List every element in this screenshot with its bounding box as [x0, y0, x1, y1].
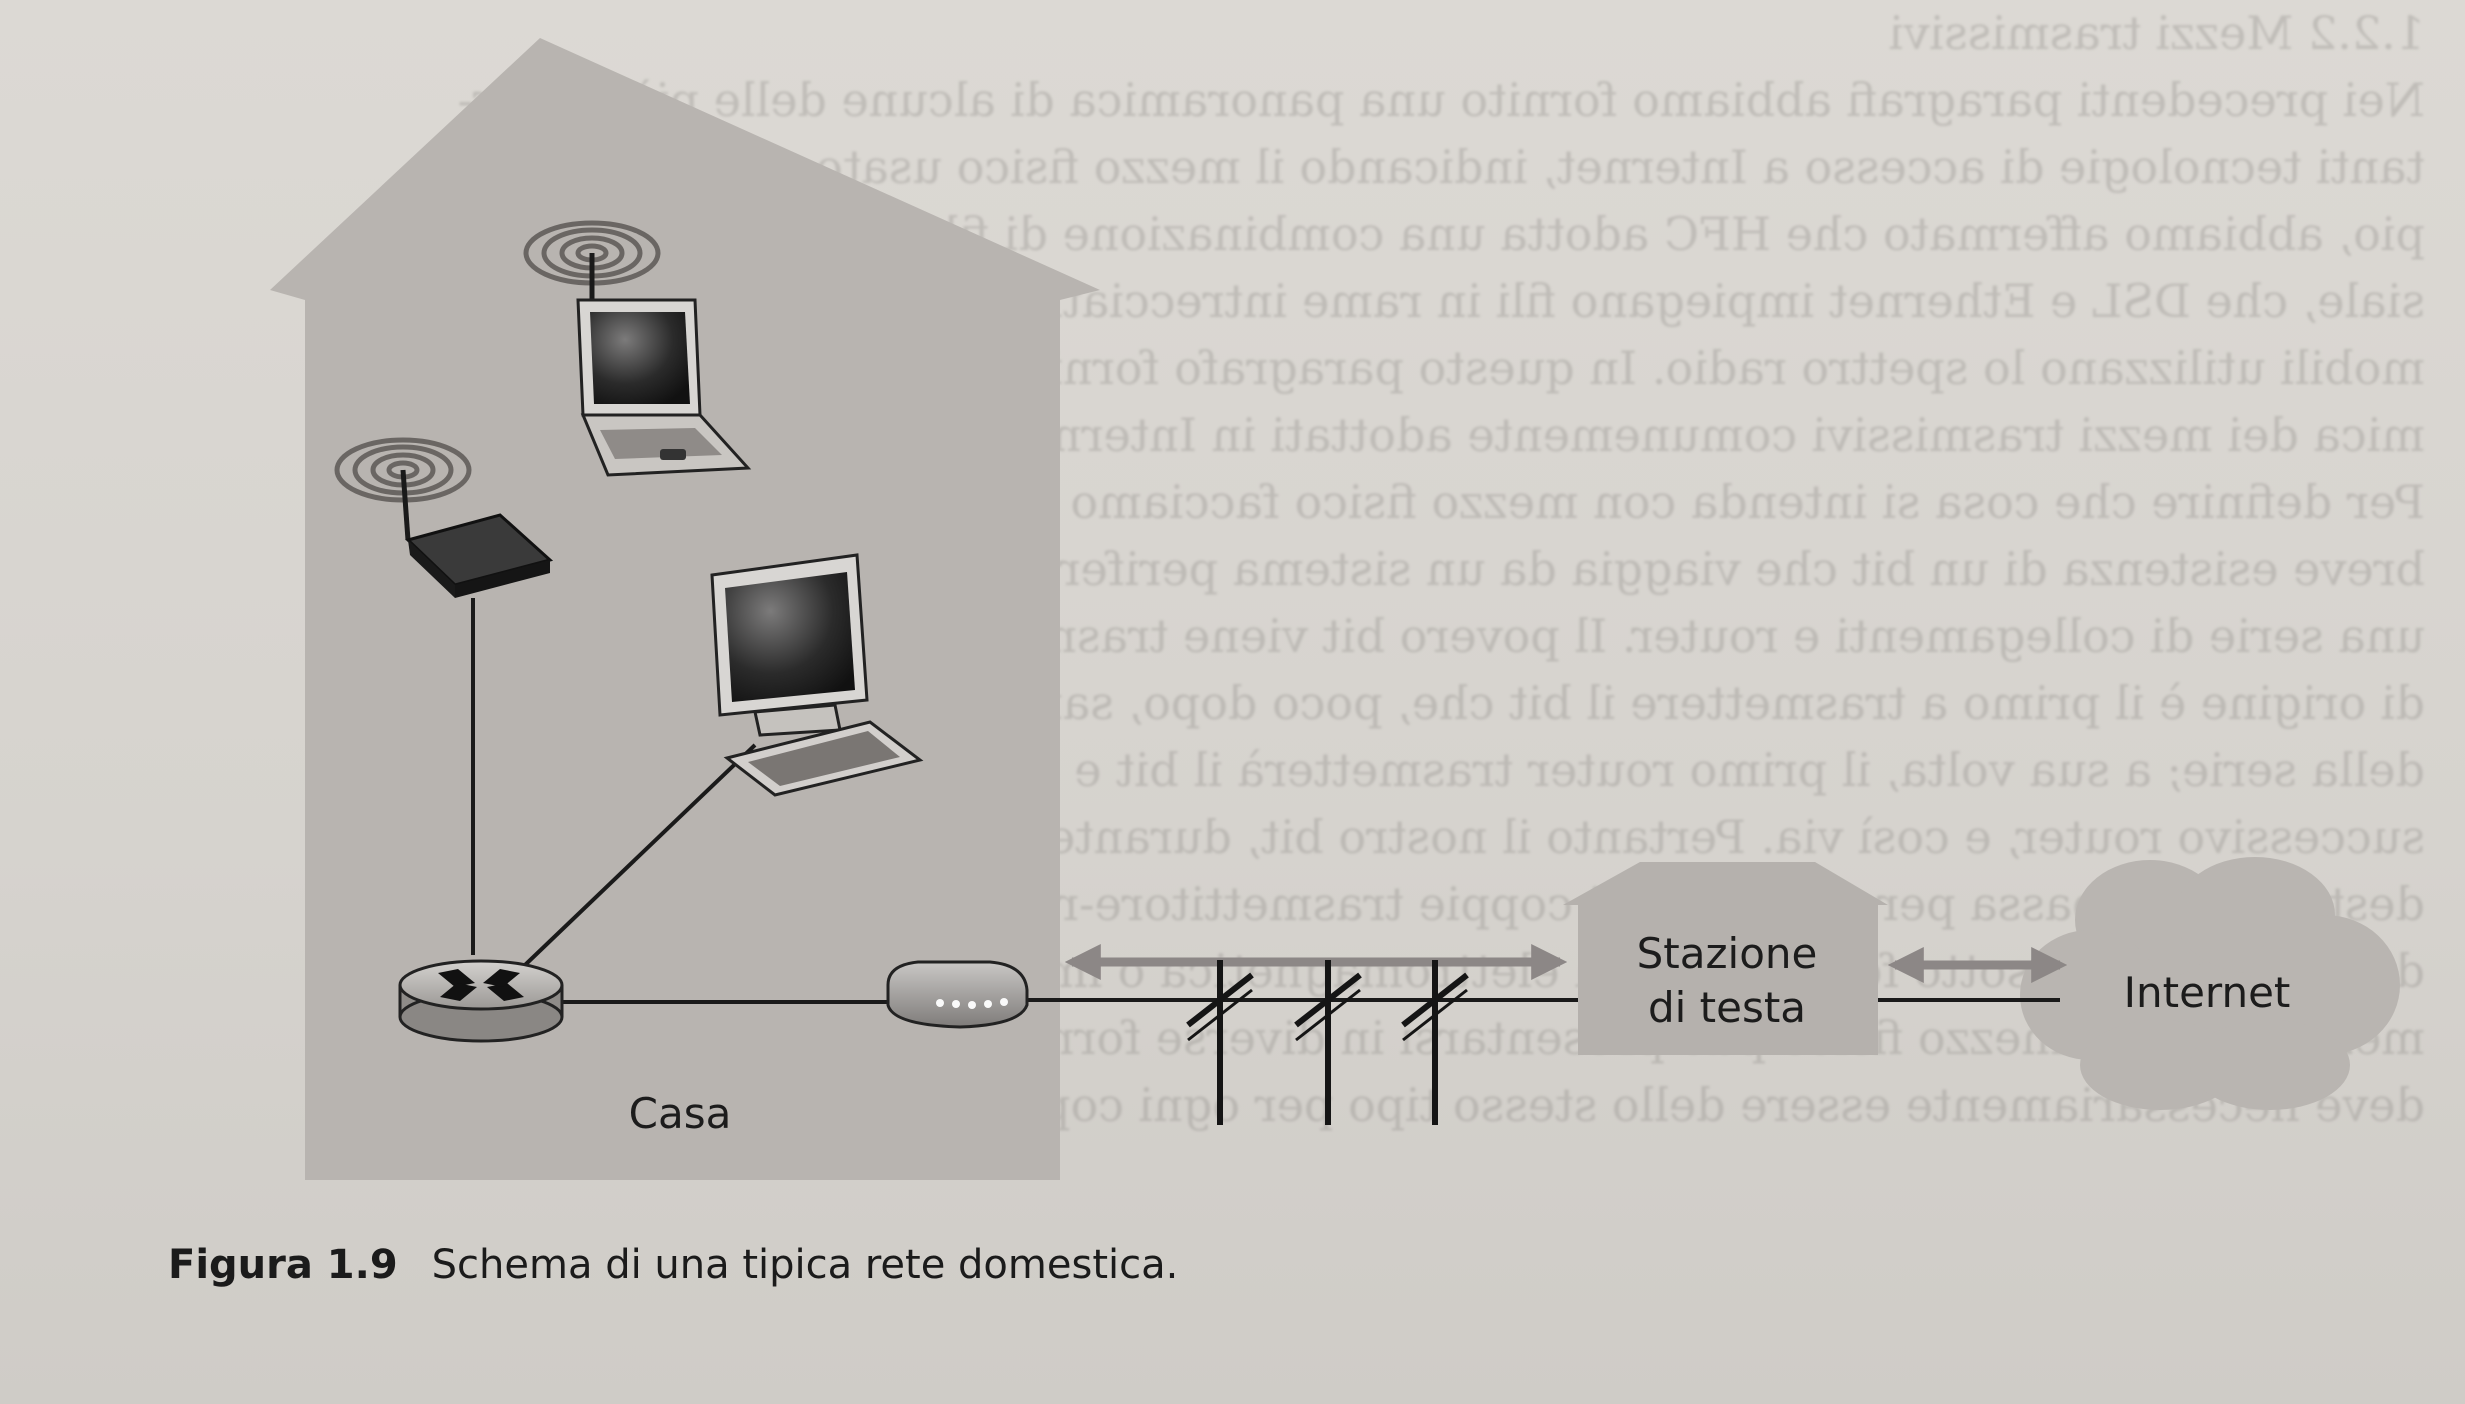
figure-caption-text: Schema di una tipica rete domestica.: [431, 1242, 1179, 1288]
headend-building-shape: [1563, 862, 1888, 1055]
router-icon: [398, 959, 564, 1043]
internet-cloud: [2020, 857, 2400, 1110]
wireless-access-point-icon: [405, 513, 554, 598]
headend-label-line1: Stazione: [1637, 929, 1818, 978]
wireless-signal-icon: [334, 437, 472, 541]
utility-pole-3: [1401, 960, 1469, 1125]
wire-router-to-desktop: [523, 743, 757, 967]
home-label: Casa: [629, 1089, 732, 1138]
laptop-icon: [576, 298, 752, 477]
utility-pole-2: [1294, 960, 1362, 1125]
figure-caption: Figura 1.9 Schema di una tipica rete dome…: [168, 1242, 1178, 1288]
desktop-pc-icon: [710, 553, 924, 797]
headend-label-line2: di testa: [1648, 983, 1806, 1032]
utility-pole-1: [1186, 960, 1254, 1125]
house-shape: [270, 38, 1100, 1180]
figure-number: Figura 1.9: [168, 1242, 398, 1288]
internet-label: Internet: [2124, 968, 2291, 1017]
cable-modem-icon: [886, 960, 1029, 1029]
